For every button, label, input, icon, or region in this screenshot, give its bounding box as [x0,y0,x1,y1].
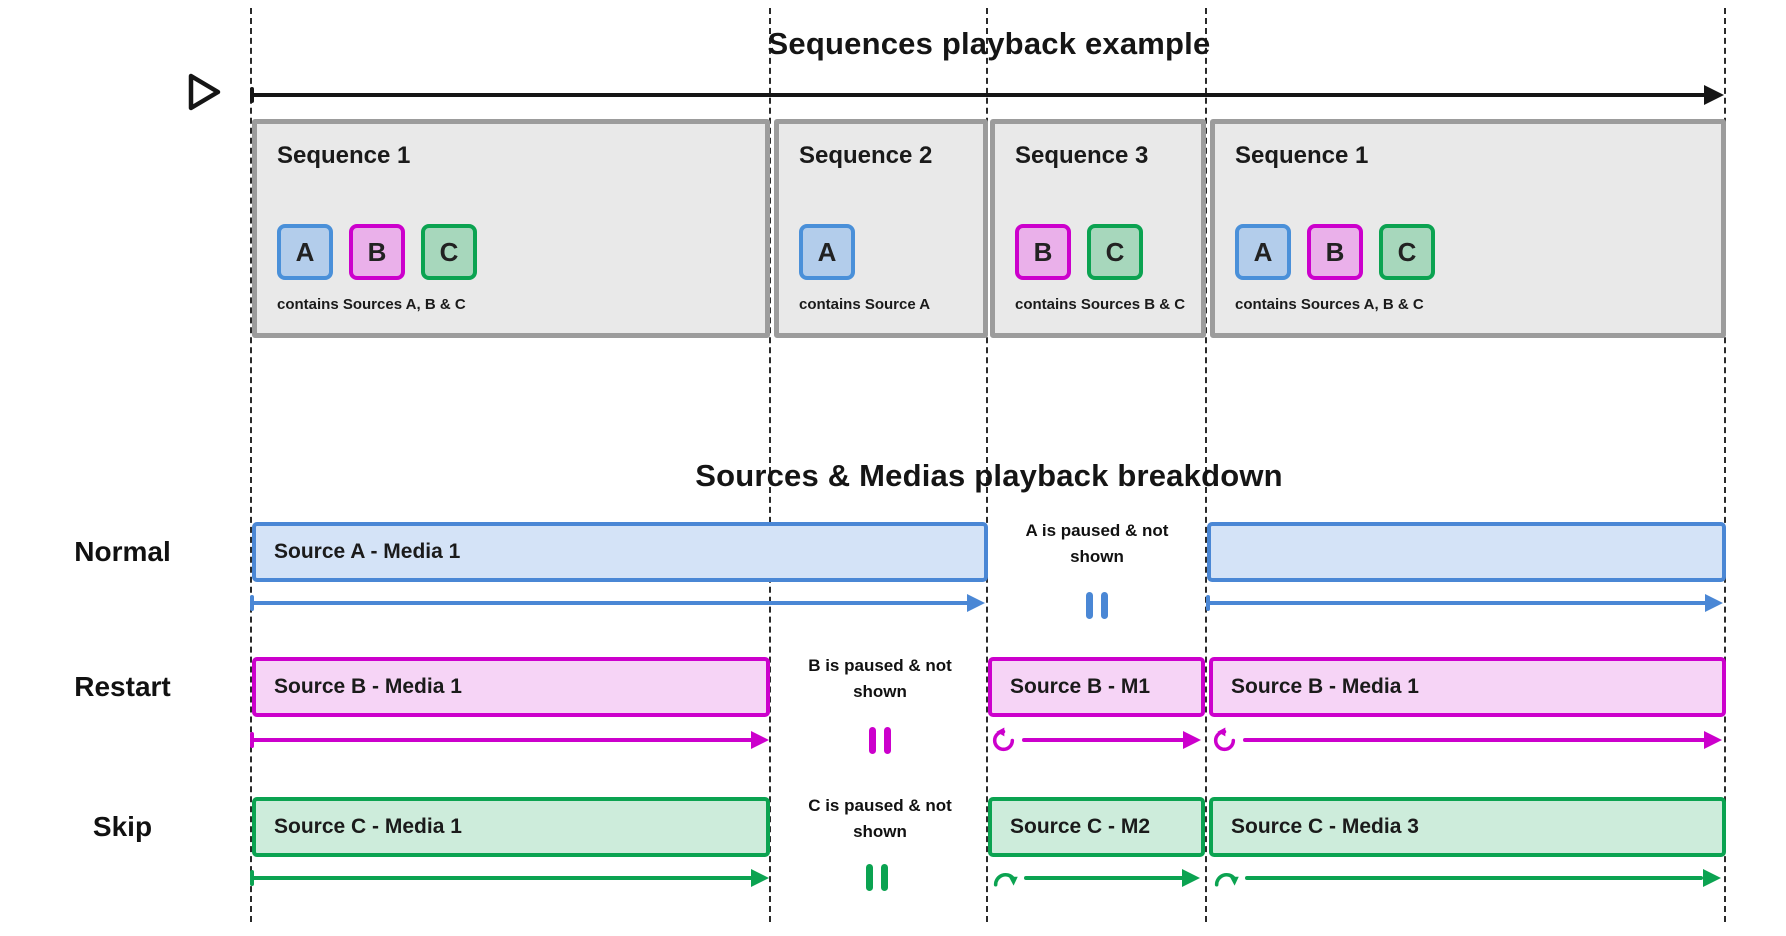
playback-arrow-line [1022,738,1186,742]
playback-arrow-line [252,601,970,605]
dashed-gridline [250,8,252,922]
sequence-box: Sequence 1 A B C contains Sources A, B &… [1210,119,1726,338]
chip-letter: B [367,236,387,267]
bar-label: Source C - M2 [1010,815,1151,838]
source-chip-b: B [1307,224,1363,280]
pause-note: B is paused & not shown [808,656,952,702]
pause-bar [881,864,888,891]
playback-arrowhead-icon [1705,594,1723,612]
source-chip-row: A [799,224,855,280]
playback-arrowhead-icon [751,731,769,749]
chip-letter: A [295,236,315,267]
source-chip-row: B C [1015,224,1143,280]
timeline-arrowhead-icon [1704,85,1724,105]
row-label-skip: Skip [92,811,153,842]
restart-icon [992,727,1015,752]
media-bar: Source C - Media 1 [252,797,770,857]
skip-icon [993,873,1018,887]
sequence-caption: contains Sources A, B & C [277,296,466,313]
sequence-caption: contains Sources A, B & C [1235,296,1424,313]
bar-label: Source C - Media 3 [1231,815,1419,838]
pause-bar [869,727,876,754]
source-chip-b: B [349,224,405,280]
sequence-caption: contains Sources B & C [1015,296,1186,313]
sequences-title: Sequences playback example [767,26,1211,61]
source-chip-row: A B C [1235,224,1435,280]
chip-letter: C [1105,236,1125,267]
source-chip-a: A [277,224,333,280]
media-bar [1207,522,1726,582]
chip-letter: C [1397,236,1417,267]
skip-icon [1214,873,1239,887]
sequence-caption: contains Source A [799,296,931,313]
pause-bar [1101,592,1108,619]
sequence-title: Sequence 1 [277,142,411,169]
bar-label: Source B - M1 [1010,675,1151,698]
pause-note: C is paused & not shown [808,796,952,842]
sequence-title: Sequence 1 [1235,142,1369,169]
bar-label: Source C - Media 1 [274,815,462,838]
chip-letter: C [439,236,459,267]
media-bar: Source C - Media 3 [1209,797,1726,857]
sequence-box: Sequence 3 B C contains Sources B & C [990,119,1206,338]
playback-arrowhead-icon [1183,731,1201,749]
source-chip-c: C [1087,224,1143,280]
media-bar: Source C - M2 [988,797,1205,857]
playback-arrow-line [1024,876,1185,880]
chip-letter: A [817,236,837,267]
pause-icon [1086,592,1108,619]
chip-letter: B [1325,236,1345,267]
play-icon [188,73,221,111]
media-bar: Source B - M1 [988,657,1205,717]
media-bar: Source A - Media 1 [252,522,988,582]
playback-arrow-line [252,876,754,880]
chip-letter: B [1033,236,1053,267]
pause-bar [866,864,873,891]
pause-bar [884,727,891,754]
restart-icon [1213,727,1236,752]
sequence-box: Sequence 1 A B C contains Sources A, B &… [252,119,770,338]
playback-arrow-line [1245,876,1703,880]
playback-arrowhead-icon [1703,869,1721,887]
source-chip-c: C [1379,224,1435,280]
row-label-restart: Restart [74,671,171,702]
playback-arrowhead-icon [967,594,985,612]
pause-note: A is paused & not shown [1025,521,1169,567]
source-chip-c: C [421,224,477,280]
playback-arrow-line [1243,738,1707,742]
pause-bar [1086,592,1093,619]
pause-icon [869,727,891,754]
breakdown-title: Sources & Medias playback breakdown [695,458,1283,493]
bar-label: Source B - Media 1 [1231,675,1419,698]
source-chip-b: B [1015,224,1071,280]
bar-label: Source A - Media 1 [274,540,461,563]
bar-label: Source B - Media 1 [274,675,462,698]
timeline-arrow-line [252,93,1706,97]
row-label-normal: Normal [74,536,171,567]
playback-arrowhead-icon [1182,869,1200,887]
dashed-gridline [769,8,771,922]
playback-arrow-line [252,738,754,742]
playback-arrowhead-icon [1704,731,1722,749]
playback-arrowhead-icon [751,869,769,887]
sequence-title: Sequence 3 [1015,142,1149,169]
sequence-title: Sequence 2 [799,142,933,169]
source-chip-row: A B C [277,224,477,280]
source-chip-a: A [1235,224,1291,280]
media-bar: Source B - Media 1 [252,657,770,717]
playback-arrow-line [1208,601,1708,605]
dashed-gridline [986,8,988,922]
media-bar: Source B - Media 1 [1209,657,1726,717]
dashed-gridline [1205,8,1207,922]
pause-icon [866,864,888,891]
sequence-box: Sequence 2 A contains Source A [774,119,988,338]
dashed-gridline [1724,8,1726,922]
source-chip-a: A [799,224,855,280]
chip-letter: A [1253,236,1273,267]
